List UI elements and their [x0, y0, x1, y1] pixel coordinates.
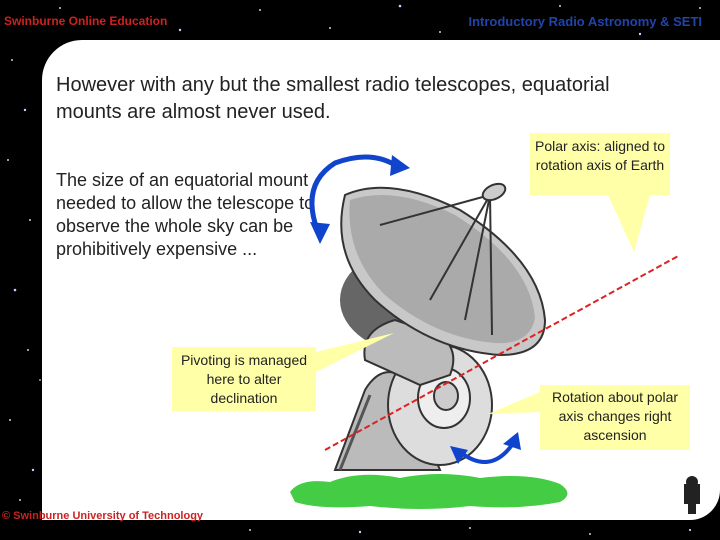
- polar-axis-callout: Polar axis: aligned to rotation axis of …: [530, 133, 670, 195]
- header-left-title: Swinburne Online Education: [4, 14, 168, 28]
- slide-heading: However with any but the smallest radio …: [56, 74, 610, 123]
- university-crest-logo: [684, 476, 700, 514]
- polar-axis-line: [324, 254, 681, 451]
- slide-body-text: The size of an equatorial mount needed t…: [56, 170, 315, 259]
- declination-arrow-icon: [309, 154, 397, 233]
- pivot-callout-pointer: [316, 333, 394, 372]
- feed-horn: [481, 182, 507, 202]
- footer-copyright: © Swinburne University of Technology: [2, 510, 204, 522]
- header-right-title: Introductory Radio Astronomy & SETI: [468, 14, 702, 29]
- polar-callout-pointer: [608, 195, 650, 252]
- pivot-callout: Pivoting is managed here to alter declin…: [172, 347, 316, 411]
- ra-callout-pointer: [488, 392, 540, 414]
- right-ascension-callout: Rotation about polar axis changes right …: [540, 385, 690, 450]
- ground-grass: [290, 474, 568, 509]
- right-ascension-arrow-icon: [458, 443, 514, 464]
